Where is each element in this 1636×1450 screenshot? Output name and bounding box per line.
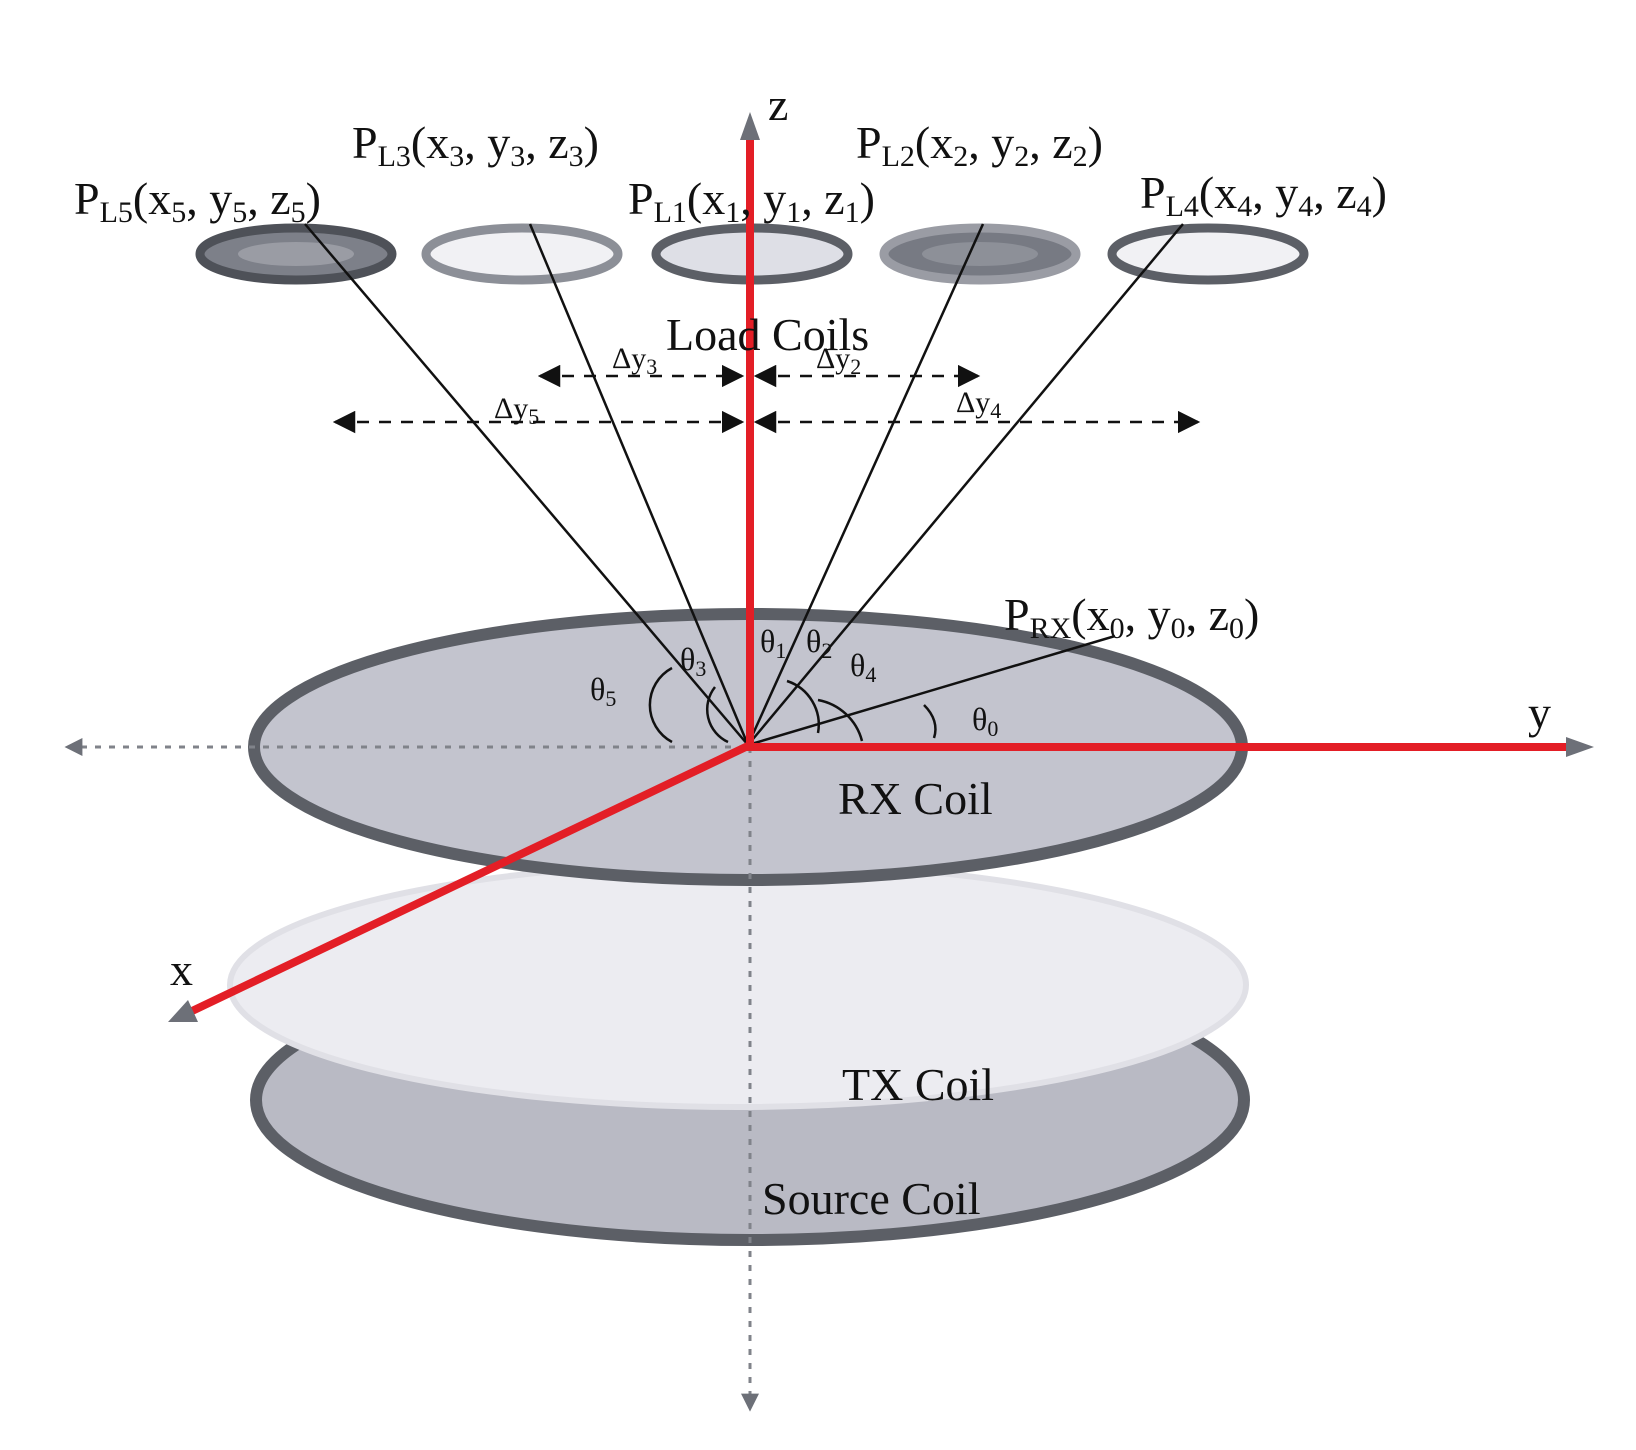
line-to-pl3 bbox=[528, 223, 750, 746]
angle-label-theta2: θ2 bbox=[806, 623, 832, 663]
point-label-pl1: PL1(x1, y1, z1) bbox=[628, 173, 875, 229]
load-coil-2 bbox=[879, 223, 1081, 285]
line-to-pl5 bbox=[304, 223, 749, 746]
z-axis-label: z bbox=[768, 79, 788, 130]
load-coils-label: Load Coils bbox=[666, 309, 869, 360]
line-to-pl2 bbox=[746, 223, 985, 746]
load-coil-3 bbox=[421, 223, 623, 285]
x-axis bbox=[188, 740, 754, 1016]
y-axis-label: y bbox=[1528, 687, 1551, 738]
arc-theta5 bbox=[648, 666, 673, 744]
load-coil-4 bbox=[1107, 223, 1309, 285]
point-label-pl5: PL5(x5, y5, z5) bbox=[74, 173, 321, 229]
arc-theta3 bbox=[705, 686, 729, 744]
angle-label-theta4: θ4 bbox=[850, 647, 876, 687]
x-axis-arrowhead bbox=[168, 1000, 198, 1022]
point-label-pl3: PL3(x3, y3, z3) bbox=[352, 117, 599, 173]
offset-label-dy3: Δy3 bbox=[612, 342, 657, 379]
point-label-pl2: PL2(x2, y2, z2) bbox=[856, 117, 1103, 173]
angle-label-theta0: θ0 bbox=[972, 701, 998, 741]
angle-label-theta5: θ5 bbox=[590, 671, 616, 711]
arc-theta4 bbox=[817, 698, 864, 742]
x-axis-label: x bbox=[170, 944, 193, 995]
arc-theta0 bbox=[923, 704, 937, 739]
point-label-prx: PRX(x0, y0, z0) bbox=[1004, 589, 1259, 645]
offset-label-dy2: Δy2 bbox=[816, 342, 861, 379]
line-to-pl4 bbox=[747, 223, 1184, 746]
rx-coil-label: RX Coil bbox=[838, 773, 993, 824]
tx-coil-label: TX Coil bbox=[842, 1059, 994, 1110]
offset-label-dy5: Δy5 bbox=[494, 392, 539, 429]
line-to-prx bbox=[747, 634, 1116, 747]
load-coil-5 bbox=[195, 223, 397, 285]
source-coil-label: Source Coil bbox=[762, 1173, 980, 1224]
z-axis-arrowhead bbox=[740, 112, 760, 140]
angle-label-theta3: θ3 bbox=[680, 641, 706, 681]
point-label-pl4: PL4(x4, y4, z4) bbox=[1140, 167, 1387, 223]
y-axis-arrowhead bbox=[1566, 737, 1594, 757]
angle-label-theta1: θ1 bbox=[760, 623, 786, 663]
arc-theta2 bbox=[786, 679, 820, 734]
offset-label-dy4: Δy4 bbox=[956, 386, 1001, 423]
tx-coil bbox=[227, 860, 1249, 1110]
